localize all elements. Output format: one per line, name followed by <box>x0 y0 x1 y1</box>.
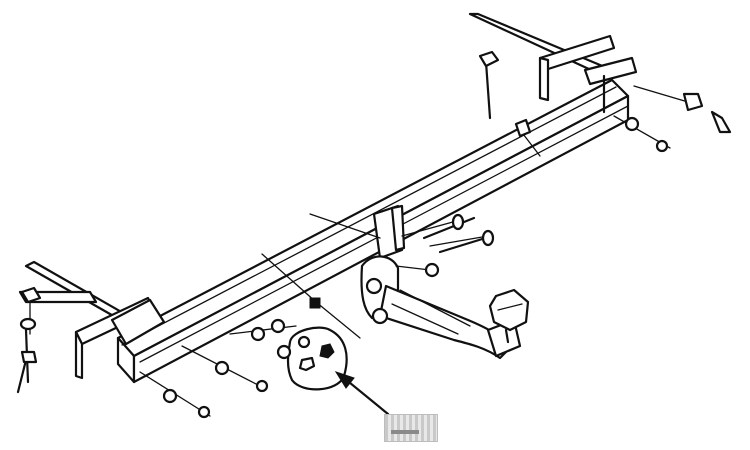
blurred-logo-stamp <box>384 414 438 442</box>
logo-stamp-bar <box>391 430 419 434</box>
fastener-set-right <box>478 50 732 153</box>
right-chassis-bracket <box>468 12 638 114</box>
left-chassis-bracket <box>18 260 166 380</box>
indicator-arrow <box>334 371 390 416</box>
fastener-set-left <box>16 286 311 419</box>
fastener-set-centre <box>365 213 495 325</box>
locator-square <box>261 253 361 339</box>
electrical-socket-plate <box>286 326 348 391</box>
centre-mounting-bracket <box>372 204 406 260</box>
main-crossbeam <box>116 78 630 384</box>
tow-ball <box>488 288 530 344</box>
